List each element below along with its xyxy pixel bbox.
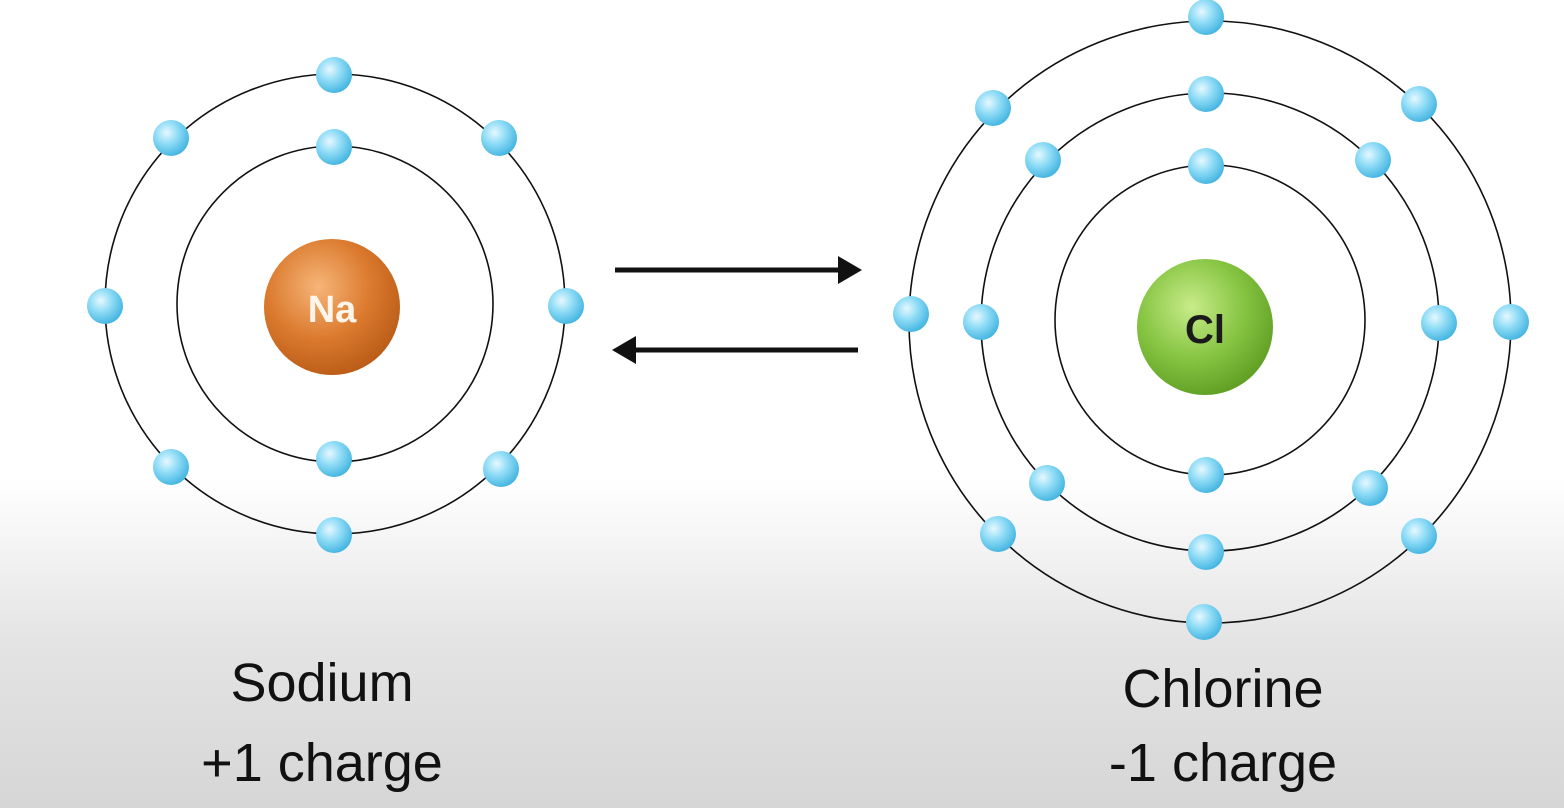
electron [893, 296, 929, 332]
electron [1352, 470, 1388, 506]
chlorine-nucleus [1137, 259, 1273, 395]
electron [548, 288, 584, 324]
electron [1188, 534, 1224, 570]
electron [1029, 465, 1065, 501]
electron [316, 57, 352, 93]
electron [1355, 142, 1391, 178]
electron [1025, 142, 1061, 178]
electron [1401, 86, 1437, 122]
electron [963, 304, 999, 340]
electron [316, 517, 352, 553]
chlorine-name-label: Chlorine [1122, 659, 1324, 719]
electron [1493, 304, 1529, 340]
electron [1401, 518, 1437, 554]
chlorine-atom: Cl [893, 0, 1529, 640]
reverse-arrow [612, 336, 858, 364]
sodium-name-label: Sodium [230, 653, 414, 713]
electron [1188, 457, 1224, 493]
forward-arrow [615, 256, 862, 284]
sodium-symbol: Na [308, 289, 357, 331]
electron [481, 120, 517, 156]
equilibrium-arrows [612, 256, 862, 364]
electron [1188, 76, 1224, 112]
sodium-charge-label: +1 charge [201, 733, 443, 793]
electron [316, 441, 352, 477]
electron [975, 90, 1011, 126]
chlorine-charge-label: -1 charge [1108, 733, 1338, 793]
electron [1188, 0, 1224, 35]
chlorine-symbol: Cl [1185, 308, 1225, 352]
chlorine-electrons [893, 0, 1529, 640]
electron [980, 516, 1016, 552]
electron [1421, 305, 1457, 341]
sodium-nucleus [264, 239, 400, 375]
sodium-atom: Na [87, 57, 584, 553]
electron [1188, 148, 1224, 184]
electron [153, 449, 189, 485]
electron [483, 451, 519, 487]
sodium-electrons [87, 57, 584, 553]
electron [153, 120, 189, 156]
electron [87, 288, 123, 324]
electron [1186, 604, 1222, 640]
electron [316, 129, 352, 165]
